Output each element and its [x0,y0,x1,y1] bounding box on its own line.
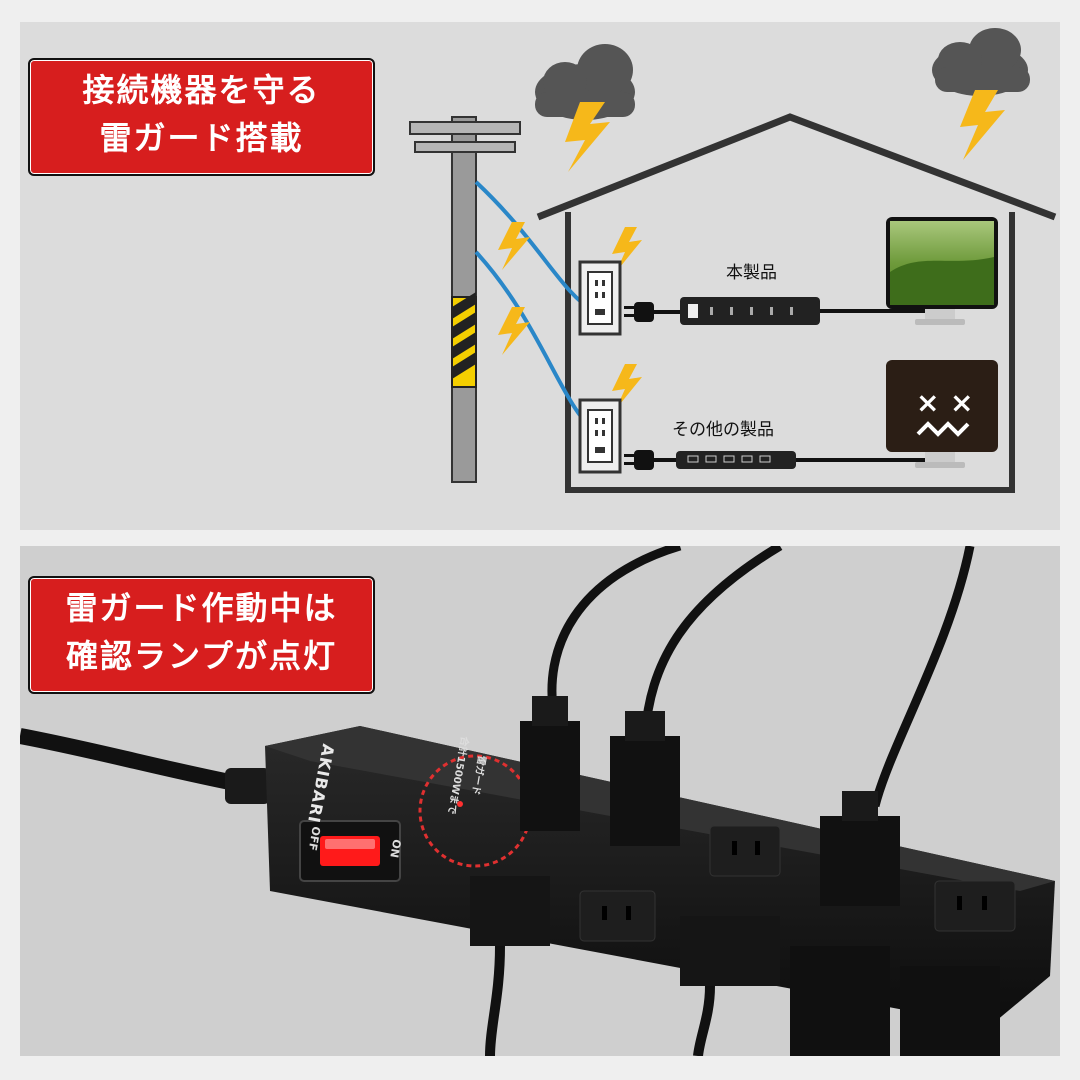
plug-icon [820,791,900,906]
wall-outlet [578,260,622,336]
banner-line: 雷ガード作動中は [65,589,338,627]
plug-icon [610,711,680,846]
lightning-illustration: × × [409,28,1057,493]
power-cable [20,728,252,794]
wall-outlet [578,398,622,474]
banner-line: 接続機器を守る [82,71,321,109]
plug-icon [624,450,676,470]
house-outline [536,113,1057,221]
power-strip-other-product [676,451,925,469]
lightning-bolt-icon [498,222,530,270]
lightning-bolt-icon [498,307,530,355]
outlet-socket [579,890,656,942]
top-panel: × × 接続機器を守る 雷ガード搭載 本製品 その他の製品 [20,22,1060,530]
svg-text:×: × [950,386,973,419]
this-product-label: 本製品 [726,263,777,283]
plug-icon [520,696,580,831]
power-strip-this-product [680,297,925,325]
monitor-broken-icon: × × [886,360,998,468]
feature-banner: 雷ガード作動中は 確認ランプが点灯 [28,576,375,694]
monitor-working-icon [886,217,998,325]
other-products-label: その他の製品 [672,420,774,440]
bottom-panel: 雷ガード作動中は 確認ランプが点灯 AKIBARI OFF ON 雷ガード 合計… [20,546,1060,1056]
lightning-bolt-icon [612,227,642,272]
cloud-icon [932,28,1030,96]
svg-text:×: × [916,386,939,419]
banner-line: 確認ランプが点灯 [65,637,338,675]
lightning-bolt-icon [960,90,1005,160]
plug-icon [624,302,680,322]
outlet-socket [934,880,1016,932]
power-strip-photo [20,546,1055,1056]
hazard-stripe [451,292,477,388]
lightning-bolt-icon [612,364,642,409]
outlet-socket [709,825,781,877]
lightning-bolt-icon [565,102,610,172]
feature-banner: 接続機器を守る 雷ガード搭載 [28,58,375,176]
banner-line: 雷ガード搭載 [99,119,304,157]
